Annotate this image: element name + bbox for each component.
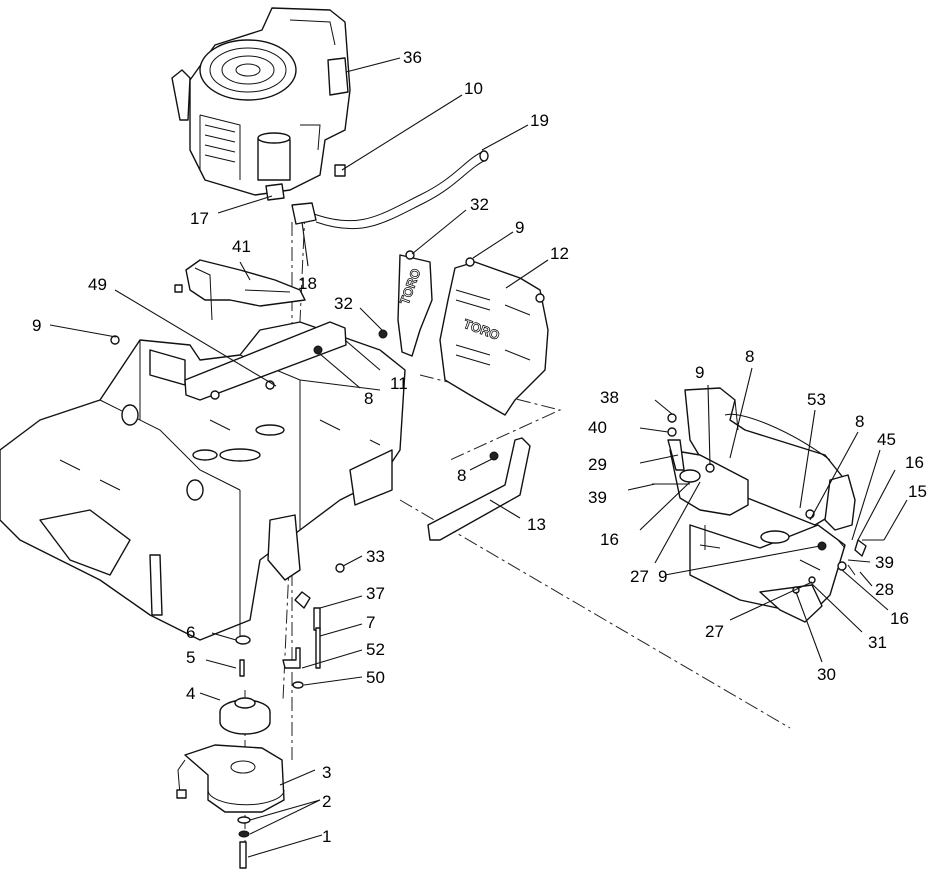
chassis-frame bbox=[0, 321, 406, 641]
callout-9: 9 bbox=[515, 218, 524, 237]
muffler-assembly bbox=[652, 387, 884, 623]
callout-45: 45 bbox=[877, 430, 896, 449]
callout-50: 50 bbox=[366, 668, 385, 687]
callout-33: 33 bbox=[366, 547, 385, 566]
frame-rails bbox=[184, 321, 531, 541]
frame-hardware bbox=[110, 250, 545, 573]
engine bbox=[171, 7, 351, 196]
callout-13: 13 bbox=[527, 515, 546, 534]
callout-32: 32 bbox=[470, 195, 489, 214]
callout-29: 29 bbox=[588, 455, 607, 474]
callout-labels: 36 10 19 17 18 32 9 12 41 49 32 9 8 11 8… bbox=[32, 48, 927, 846]
callout-18: 18 bbox=[298, 274, 317, 293]
callout-40: 40 bbox=[588, 418, 607, 437]
callout-3: 3 bbox=[322, 763, 331, 782]
callout-9-muffler: 9 bbox=[695, 363, 704, 382]
callout-6: 6 bbox=[186, 623, 195, 642]
callout-4: 4 bbox=[186, 684, 195, 703]
callout-28: 28 bbox=[875, 580, 894, 599]
callout-37: 37 bbox=[366, 584, 385, 603]
hood-bracket bbox=[174, 259, 306, 321]
callout-17: 17 bbox=[190, 209, 209, 228]
callout-39: 39 bbox=[588, 488, 607, 507]
callout-2: 2 bbox=[322, 792, 331, 811]
callout-7: 7 bbox=[366, 613, 375, 632]
callout-41: 41 bbox=[232, 237, 251, 256]
callout-31: 31 bbox=[868, 633, 887, 652]
callout-11: 11 bbox=[390, 374, 408, 393]
callout-12: 12 bbox=[550, 244, 569, 263]
callout-27: 27 bbox=[630, 567, 649, 586]
callout-19: 19 bbox=[530, 111, 549, 130]
leader-lines bbox=[49, 57, 908, 858]
callout-1: 1 bbox=[322, 827, 331, 846]
callout-30: 30 bbox=[817, 665, 836, 684]
callout-8-heat-shield: 8 bbox=[855, 412, 864, 431]
callout-8-muffler: 8 bbox=[745, 347, 754, 366]
callout-38: 38 bbox=[600, 388, 619, 407]
callout-8: 8 bbox=[364, 389, 373, 408]
callout-9-bottom: 9 bbox=[658, 567, 667, 586]
callout-10: 10 bbox=[464, 79, 483, 98]
callout-32-lower: 32 bbox=[334, 294, 353, 313]
clutch-assembly bbox=[176, 607, 321, 869]
callout-53: 53 bbox=[807, 390, 826, 409]
callout-27-bottom: 27 bbox=[705, 622, 724, 641]
callout-16-bottom: 16 bbox=[890, 609, 909, 628]
callout-49: 49 bbox=[88, 275, 107, 294]
callout-16-right: 16 bbox=[905, 453, 924, 472]
callout-15: 15 bbox=[908, 482, 927, 501]
callout-52: 52 bbox=[366, 640, 385, 659]
callout-16: 16 bbox=[600, 530, 619, 549]
callout-36: 36 bbox=[403, 48, 422, 67]
callout-39-right: 39 bbox=[875, 553, 894, 572]
callout-8-rail: 8 bbox=[457, 466, 466, 485]
engine-shield: TORO TORO bbox=[396, 254, 549, 416]
callout-9-left: 9 bbox=[32, 316, 41, 335]
callout-5: 5 bbox=[186, 648, 195, 667]
